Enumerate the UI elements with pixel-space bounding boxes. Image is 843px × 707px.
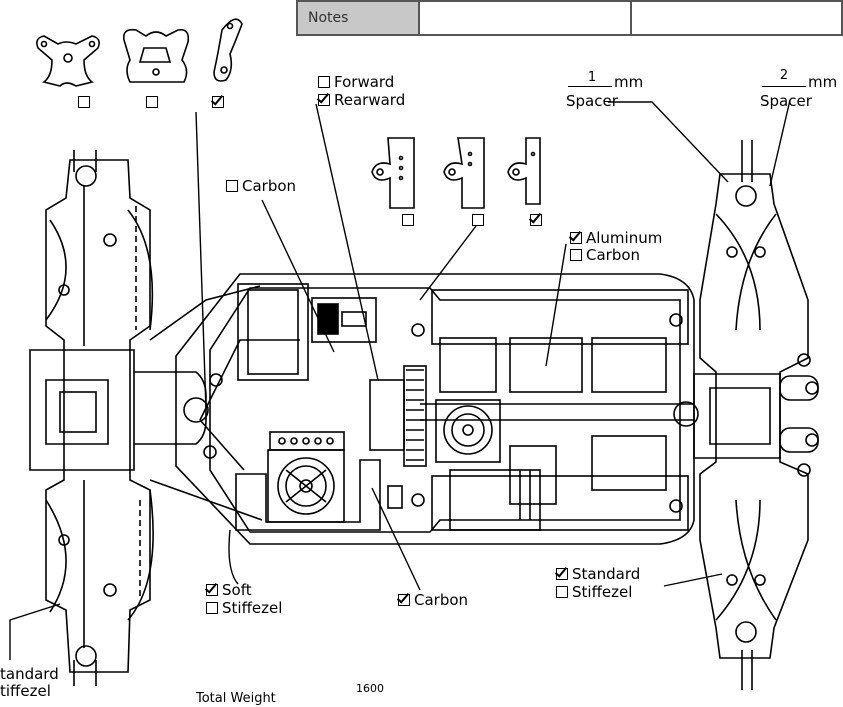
chassis-carbon-option[interactable]: Carbon bbox=[570, 247, 640, 264]
left-spacer-unit: mm bbox=[614, 73, 644, 91]
aluminum-option[interactable]: Aluminum bbox=[570, 230, 662, 247]
front-stiffezel-label: Stiffezel bbox=[222, 599, 283, 617]
soft-label: Soft bbox=[222, 581, 252, 599]
shock-tower-2-checkbox[interactable] bbox=[146, 92, 162, 111]
front-bumper-links bbox=[134, 285, 263, 521]
leader-lines bbox=[9, 99, 791, 660]
total-weight-value[interactable]: 1600 bbox=[356, 682, 384, 695]
left-spacer-underline bbox=[568, 86, 612, 87]
total-weight-label: Total Weight bbox=[196, 691, 276, 706]
chassis-carbon-label: Carbon bbox=[586, 246, 641, 264]
shock-tower-1 bbox=[36, 35, 100, 87]
rearward-label: Rearward bbox=[334, 91, 406, 109]
left-spacer-label: Spacer bbox=[566, 92, 618, 110]
left-spacer-value[interactable]: 1 bbox=[587, 70, 597, 85]
right-spacer-label: Spacer bbox=[760, 92, 812, 110]
left-stiffezel-label: tiffezel bbox=[0, 682, 51, 700]
left-standard-label: tandard bbox=[0, 665, 59, 683]
receiver bbox=[311, 297, 377, 343]
rear-standard-label: Standard bbox=[572, 565, 641, 583]
right-spacer-value[interactable]: 2 bbox=[779, 68, 789, 83]
motor-plate-carbon-label: Carbon bbox=[414, 591, 469, 609]
motor-fan bbox=[435, 399, 501, 463]
spur-gear bbox=[369, 365, 427, 467]
right-spacer-unit: mm bbox=[808, 73, 838, 91]
bulkhead-plate-3 bbox=[507, 137, 541, 205]
aluminum-label: Aluminum bbox=[586, 229, 663, 247]
shock-tower-1-checkbox[interactable] bbox=[78, 92, 94, 111]
forward-option[interactable]: Forward bbox=[318, 74, 394, 91]
rear-stiffezel-option[interactable]: Stiffezel bbox=[556, 584, 632, 601]
bulkhead-plate-1 bbox=[371, 137, 415, 209]
notes-table: Notes bbox=[296, 0, 843, 36]
rear-stiffezel-label: Stiffezel bbox=[572, 583, 633, 601]
bulkhead-plate-2 bbox=[443, 137, 485, 209]
bulkhead-plate-1-checkbox[interactable] bbox=[402, 210, 418, 229]
shock-tower-2 bbox=[122, 28, 190, 83]
notes-cell-2[interactable] bbox=[629, 0, 843, 36]
motor-plate bbox=[235, 431, 381, 531]
esc-fan bbox=[267, 449, 345, 523]
main-chassis bbox=[175, 273, 695, 545]
shock-tower-3-checkbox[interactable] bbox=[212, 92, 228, 111]
rearward-option[interactable]: Rearward bbox=[318, 92, 405, 109]
notes-cell-1[interactable] bbox=[418, 0, 632, 36]
front-stiffezel-option[interactable]: Stiffezel bbox=[206, 600, 282, 617]
front-suspension bbox=[29, 150, 154, 686]
bulkhead-plate-3-checkbox[interactable] bbox=[530, 210, 546, 229]
rear-standard-option[interactable]: Standard bbox=[556, 566, 640, 583]
esc-body bbox=[387, 445, 557, 531]
notes-label: Notes bbox=[296, 0, 420, 36]
shock-tower-3 bbox=[213, 18, 243, 82]
servo-area bbox=[199, 283, 309, 471]
soft-option[interactable]: Soft bbox=[206, 582, 252, 599]
right-spacer-underline bbox=[762, 86, 806, 87]
rear-suspension bbox=[673, 140, 819, 690]
top-deck-carbon-label: Carbon bbox=[242, 177, 297, 195]
motor-plate-carbon-option[interactable]: Carbon bbox=[398, 592, 468, 609]
top-deck-carbon-option[interactable]: Carbon bbox=[226, 178, 296, 195]
bulkhead-plate-2-checkbox[interactable] bbox=[472, 210, 488, 229]
forward-label: Forward bbox=[334, 73, 395, 91]
